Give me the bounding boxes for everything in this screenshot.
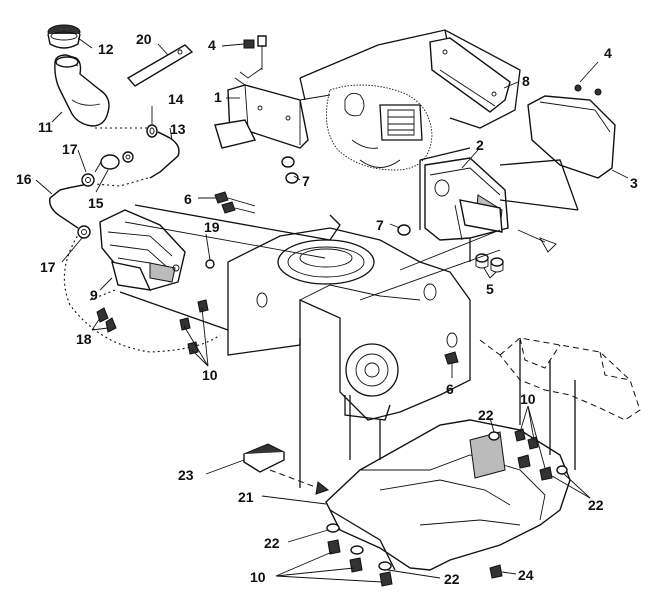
callout-5: 5 [486,281,494,297]
pad-23 [242,443,330,495]
callout-10: 10 [202,367,218,383]
callout-22: 22 [264,535,280,551]
callout-19: 19 [204,219,220,235]
callout-22: 22 [444,571,460,587]
hardware-left [77,35,459,365]
callout-4: 4 [208,37,216,53]
leader-lines [35,37,629,583]
bottom-tray-21 [299,338,576,571]
callout-16: 16 [16,171,32,187]
left-shroud-bracket [99,67,341,331]
callout-10: 10 [250,569,266,585]
callout-1: 1 [214,89,222,105]
callout-10: 10 [520,391,536,407]
callout-22: 22 [588,497,604,513]
callout-17: 17 [62,141,78,157]
top-cover-frame [299,29,521,129]
callout-15: 15 [88,195,104,211]
callout-22: 22 [478,407,494,423]
callout-18: 18 [76,331,92,347]
callout-9: 9 [90,287,98,303]
right-shrouds [299,37,616,301]
callout-8: 8 [522,73,530,89]
frame-outline [479,337,641,421]
callout-24: 24 [518,567,534,583]
callout-4: 4 [604,45,612,61]
callout-23: 23 [178,467,194,483]
callout-11: 11 [38,119,53,135]
callout-labels: 12 20 4 4 8 1 14 13 11 2 17 3 16 15 7 6 … [16,31,638,587]
callout-14: 14 [168,91,184,107]
callout-17: 17 [40,259,56,275]
callout-21: 21 [238,489,254,505]
air-intake [47,24,110,127]
callout-6: 6 [446,381,454,397]
engine-block [227,84,471,421]
callout-3: 3 [630,175,638,191]
callout-13: 13 [170,121,186,137]
callout-12: 12 [98,41,114,57]
callout-7: 7 [302,173,310,189]
callout-7: 7 [376,217,384,233]
hoses [49,127,221,353]
callout-2: 2 [476,137,484,153]
bracket-bar-20 [126,44,194,87]
callout-6: 6 [184,191,192,207]
callout-20: 20 [136,31,152,47]
